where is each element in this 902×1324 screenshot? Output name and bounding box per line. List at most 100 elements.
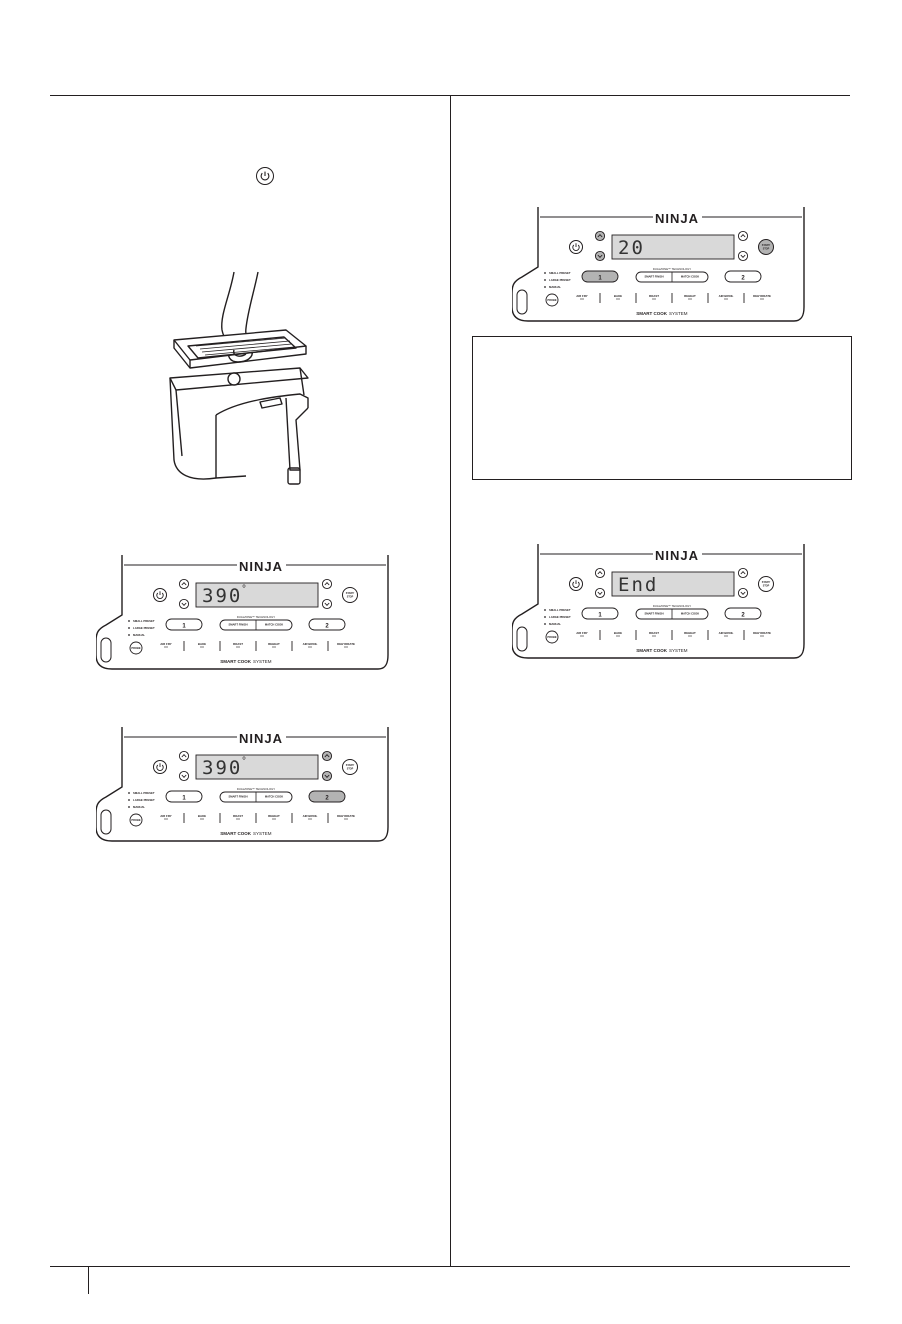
probe-button: PROBE: [545, 630, 559, 644]
match-cook-label: MATCH COOK: [265, 623, 283, 627]
mode-label-1: BAKE: [198, 642, 206, 646]
lcd-display: [195, 754, 319, 780]
dualzone-label: DUALZONE™ TECHNOLOGY: [237, 787, 275, 791]
crisper-plate-illustration: [150, 270, 330, 500]
zone-2-label: 2: [325, 624, 329, 630]
system-label-bold: SMART COOK: [220, 659, 251, 664]
mode-label-0: AIR FRY: [160, 814, 172, 818]
mode-label-3: REHEAT: [268, 814, 280, 818]
preset-dot: [128, 634, 130, 636]
brand-logo: NINJA: [239, 731, 283, 746]
system-label-light: SYSTEM: [253, 659, 272, 664]
mode-label-4: AIR BROIL: [719, 294, 734, 298]
match-cook-label: MATCH COOK: [265, 795, 283, 799]
preset-label: LARGE PRESET: [133, 626, 155, 630]
left-down-arrow-icon: [594, 587, 606, 599]
start-stop-button: START/STOP: [758, 239, 774, 255]
mode-label-0: AIR FRY: [160, 642, 172, 646]
zone-1-label: 1: [182, 796, 186, 802]
start-stop-button: START/STOP: [758, 576, 774, 592]
start-stop-label: START/: [346, 592, 355, 595]
zone-2-button: 2: [724, 270, 762, 283]
zone-1-button: 1: [581, 607, 619, 620]
preset-label: MANUAL: [133, 805, 145, 809]
mode-label-2: ROAST: [233, 814, 243, 818]
mode-label-1: BAKE: [614, 631, 622, 635]
left-up-arrow-icon: [594, 567, 606, 579]
mode-label-3: REHEAT: [684, 294, 696, 298]
power-button-icon: [153, 588, 167, 602]
brand-logo: NINJA: [655, 548, 699, 563]
lcd-display: [611, 234, 735, 260]
lcd-readout: End: [618, 574, 658, 596]
preset-dot: [544, 616, 546, 618]
lcd-readout: 20: [618, 237, 645, 259]
system-label-light: SYSTEM: [669, 311, 688, 316]
mode-label-5: DEHYDRATE: [753, 631, 771, 635]
panel-body: [96, 727, 389, 842]
lcd-display: [611, 571, 735, 597]
power-button-icon: [153, 760, 167, 774]
power-button-icon: [569, 240, 583, 254]
zone-1-button: 1: [165, 790, 203, 803]
start-stop-label-2: STOP: [763, 248, 770, 251]
zone-2-button: 2: [308, 618, 346, 631]
preset-label: LARGE PRESET: [549, 615, 571, 619]
preset-label: MANUAL: [549, 285, 561, 289]
mode-label-5: DEHYDRATE: [753, 294, 771, 298]
preset-dot: [128, 806, 130, 808]
start-stop-label: START/: [762, 244, 771, 247]
preset-dot: [128, 799, 130, 801]
preset-dot: [128, 620, 130, 622]
probe-label: PROBE: [131, 646, 140, 650]
top-rule: [50, 95, 850, 96]
zone-1-label: 1: [182, 624, 186, 630]
start-stop-label: START/: [346, 764, 355, 767]
panel-body: [512, 207, 805, 322]
mode-label-2: ROAST: [233, 642, 243, 646]
preset-dot: [544, 279, 546, 281]
handle-slot: [100, 637, 112, 663]
dualzone-label: DUALZONE™ TECHNOLOGY: [653, 604, 691, 608]
column-divider: [450, 96, 451, 1266]
right-down-arrow-icon: [737, 250, 749, 262]
note-box: [472, 336, 852, 480]
probe-button: PROBE: [129, 641, 143, 655]
smart-finish-label: SMART FINISH: [644, 612, 663, 616]
right-down-arrow-icon: [321, 770, 333, 782]
lcd-readout: 390: [202, 757, 242, 779]
probe-button: PROBE: [545, 293, 559, 307]
system-label-light: SYSTEM: [669, 648, 688, 653]
lcd-display: [195, 582, 319, 608]
right-up-arrow-icon: [321, 578, 333, 590]
right-up-arrow-icon: [737, 230, 749, 242]
probe-label: PROBE: [547, 298, 556, 302]
left-up-arrow-icon: [594, 230, 606, 242]
mode-label-4: AIR BROIL: [303, 642, 318, 646]
panel-body: [512, 544, 805, 659]
zone-2-button: 2: [308, 790, 346, 803]
start-stop-label-2: STOP: [763, 585, 770, 588]
preset-dot: [544, 623, 546, 625]
start-stop-label-2: STOP: [347, 596, 354, 599]
mode-label-1: BAKE: [198, 814, 206, 818]
right-up-arrow-icon: [321, 750, 333, 762]
system-label-bold: SMART COOK: [220, 831, 251, 836]
right-up-arrow-icon: [737, 567, 749, 579]
preset-dot: [128, 792, 130, 794]
preset-label: LARGE PRESET: [549, 278, 571, 282]
preset-label: SMALL PRESET: [133, 791, 155, 795]
smart-finish-label: SMART FINISH: [644, 275, 663, 279]
preset-label: LARGE PRESET: [133, 798, 155, 802]
mode-label-1: BAKE: [614, 294, 622, 298]
degree-mark: °: [242, 584, 246, 595]
right-down-arrow-icon: [321, 598, 333, 610]
preset-dot: [128, 627, 130, 629]
zone-1-button: 1: [165, 618, 203, 631]
start-stop-label: START/: [762, 581, 771, 584]
